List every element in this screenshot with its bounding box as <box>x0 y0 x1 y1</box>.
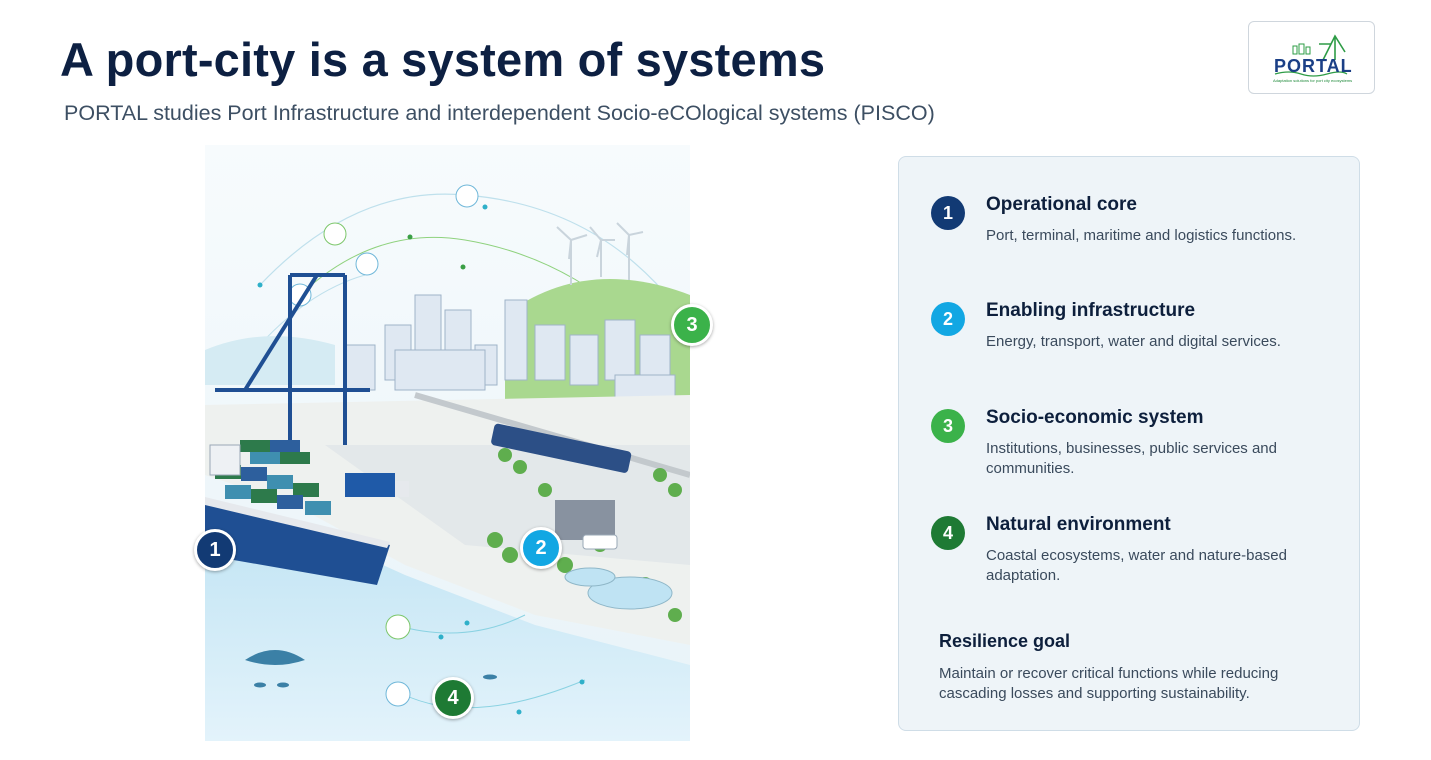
item-title: Socio-economic system <box>986 407 1204 428</box>
logo-tagline: Adaptation solutions for port city ecosy… <box>1273 78 1353 83</box>
systems-panel: 1 Operational core Port, terminal, marit… <box>898 156 1360 731</box>
item-description: Port, terminal, maritime and logistics f… <box>986 227 1297 244</box>
item-badge: 1 <box>931 196 965 230</box>
item-description: Energy, transport, water and digital ser… <box>986 333 1281 350</box>
resilience-goal-title: Resilience goal <box>939 631 1071 651</box>
marker-socio-economic: 3 <box>671 304 713 346</box>
port-city-scene-image <box>205 145 691 741</box>
item-title: Natural environment <box>986 514 1171 535</box>
item-title: Operational core <box>986 194 1137 215</box>
portal-logo: PORTAL Adaptation solutions for port cit… <box>1248 21 1375 94</box>
logo-wordmark: PORTAL <box>1274 56 1353 76</box>
item-badge: 2 <box>931 302 965 336</box>
item-title: Enabling infrastructure <box>986 300 1196 321</box>
item-badge: 4 <box>931 516 965 550</box>
item-badge: 3 <box>931 409 965 443</box>
resilience-goal-description: Maintain or recover critical functions w… <box>939 665 1279 702</box>
marker-operational-core: 1 <box>194 529 236 571</box>
slide-subtitle: PORTAL studies Port Infrastructure and i… <box>64 101 935 125</box>
item-description: Institutions, businesses, public service… <box>986 440 1277 477</box>
slide-title: A port-city is a system of systems <box>60 33 826 86</box>
marker-enabling-infrastructure: 2 <box>520 527 562 569</box>
item-description: Coastal ecosystems, water and nature-bas… <box>986 547 1287 584</box>
marker-natural-environment: 4 <box>432 677 474 719</box>
crane-logo-icon <box>1274 34 1348 77</box>
port-city-illustration <box>205 145 691 741</box>
